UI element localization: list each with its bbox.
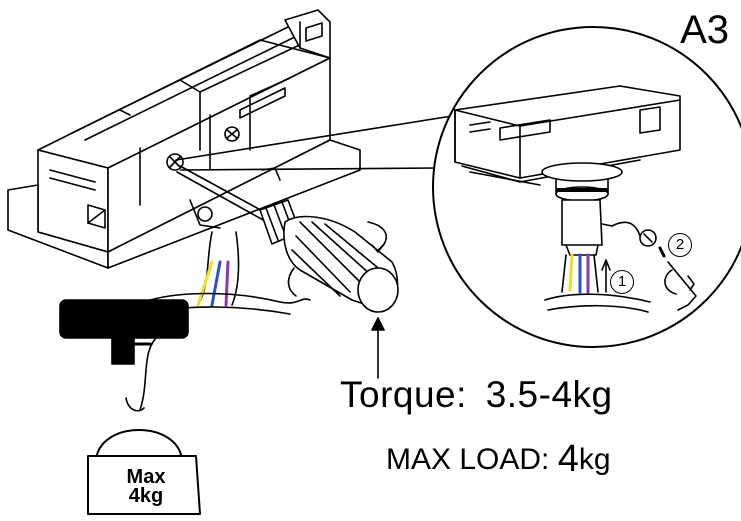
torque-spec: Torque: 3.5-4kg: [340, 376, 613, 413]
max-load-label: MAX LOAD:: [386, 443, 550, 476]
callout-lines: [175, 115, 453, 171]
step-2-marker: 2: [668, 233, 692, 257]
screwdriver: [176, 165, 399, 313]
step-1-marker: 1: [610, 270, 634, 294]
weight-box: [87, 429, 201, 515]
weight-label: Max 4kg: [92, 466, 200, 507]
step-label: A3: [680, 8, 729, 52]
weight-line-1: Max: [126, 466, 166, 488]
max-load-unit: kg: [578, 443, 611, 476]
clamp: [59, 299, 189, 412]
torque-value: 3.5-4kg: [485, 374, 613, 415]
weight-line-2: 4kg: [128, 485, 164, 507]
max-load-number: 4: [557, 438, 579, 480]
wires-main: [149, 231, 311, 315]
torque-label: Torque:: [340, 374, 467, 415]
max-load-spec: MAX LOAD: 4kg: [386, 440, 611, 478]
torque-arrow: [371, 317, 385, 379]
detail-circle: [432, 26, 741, 348]
